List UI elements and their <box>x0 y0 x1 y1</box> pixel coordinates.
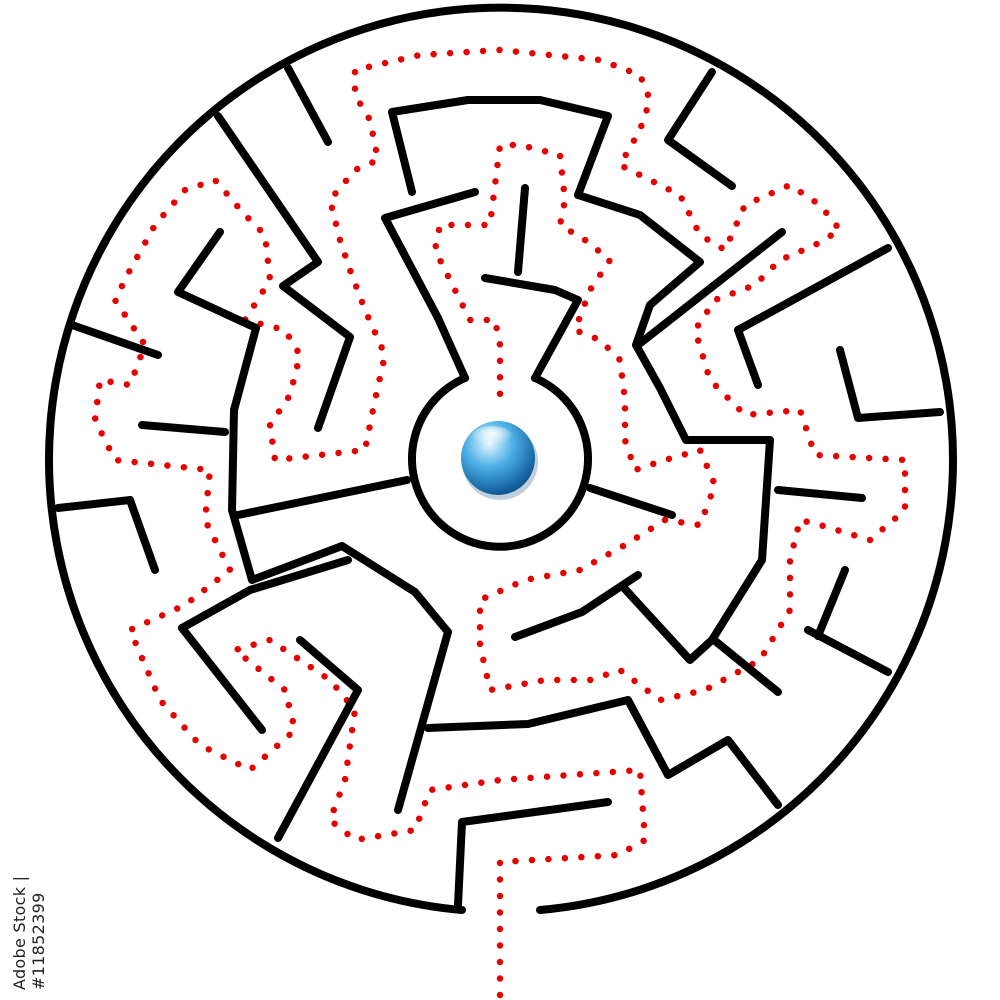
center-ring <box>408 374 592 551</box>
stock-credit-watermark: Adobe Stock | #11852399 <box>10 875 48 990</box>
outer-wall <box>45 3 957 914</box>
goal-marble-icon <box>461 421 538 500</box>
maze-walls <box>54 64 944 909</box>
solution-path <box>91 46 909 999</box>
